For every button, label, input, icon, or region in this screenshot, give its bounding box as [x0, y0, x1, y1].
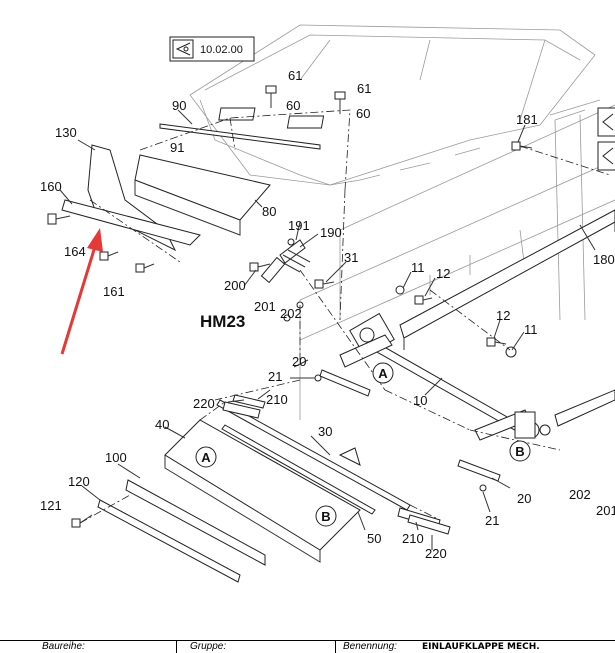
part-number: 164: [64, 244, 86, 259]
part-number: 20: [292, 354, 306, 369]
part-number: 161: [103, 284, 125, 299]
part-number: 80: [262, 204, 276, 219]
part-number: 120: [68, 474, 90, 489]
part-number: 30: [318, 424, 332, 439]
part-number: 121: [40, 498, 62, 513]
part-number: 20: [517, 491, 531, 506]
marker-label: B: [515, 444, 524, 459]
chain-links: [222, 394, 451, 535]
part-number: 50: [367, 531, 381, 546]
group-label: Gruppe:: [190, 641, 227, 652]
part-number-labels: 61 61 60 60 90 91 130 160 164 161 80 191…: [40, 68, 615, 561]
bolts: [47, 85, 533, 528]
part-number: 11: [411, 260, 425, 275]
part-number: 201: [254, 299, 276, 314]
name-label: Benennung:: [343, 641, 397, 652]
view-arrow-icon: [175, 42, 191, 56]
link-struts: [319, 369, 501, 482]
part-number: 201: [596, 503, 615, 518]
part-number: 10: [413, 393, 427, 408]
name-value: EINLAUFKLAPPE MECH.: [422, 642, 540, 652]
part-number: 12: [496, 308, 510, 323]
shaft: [339, 312, 551, 441]
part-number: 160: [40, 179, 62, 194]
part-number: 210: [402, 531, 424, 546]
part-number: 130: [55, 125, 77, 140]
pointer-arrow: [60, 228, 103, 355]
marker-label: B: [321, 509, 330, 524]
part-number: 61: [288, 68, 302, 83]
part-number: 61: [357, 81, 371, 96]
part-number: 202: [280, 306, 302, 321]
part-number: 21: [485, 513, 499, 528]
part-number: 12: [436, 266, 450, 281]
part-number: 190: [320, 225, 342, 240]
frame-rail: [399, 209, 615, 427]
part-number: 180: [593, 252, 615, 267]
part-number: 220: [193, 396, 215, 411]
reference-box[interactable]: 10.02.00: [169, 36, 255, 62]
view-arrow-icon: [602, 147, 614, 165]
part-number: 100: [105, 450, 127, 465]
part-number: 90: [172, 98, 186, 113]
spring-damper: [260, 239, 311, 284]
machine-housing-outline: [189, 24, 601, 186]
part-number: 60: [356, 106, 370, 121]
assembly-label: HM23: [200, 312, 245, 331]
part-number: 220: [425, 546, 447, 561]
part-number: 21: [268, 369, 282, 384]
part-number: 91: [170, 140, 184, 155]
marker-label: A: [378, 366, 388, 381]
marker-label: A: [201, 450, 211, 465]
part-number: 210: [266, 392, 288, 407]
flaps: [61, 107, 411, 583]
leader-lines: [59, 109, 596, 550]
circle-markers: A A B B: [195, 362, 531, 527]
part-number: 181: [516, 112, 538, 127]
series-label: Baureihe:: [42, 641, 85, 652]
part-number: 40: [155, 417, 169, 432]
main-frame: [299, 104, 615, 420]
part-number: 202: [569, 487, 591, 502]
assembly-centre-lines: [79, 109, 611, 524]
part-number: 31: [344, 250, 358, 265]
part-number: 60: [286, 98, 300, 113]
reference-box-partial[interactable]: [597, 107, 615, 171]
part-number: 200: [224, 278, 246, 293]
reference-code: 10.02.00: [200, 44, 243, 56]
part-number: 11: [524, 322, 538, 337]
view-arrow-icon: [602, 113, 614, 131]
title-block: Baureihe: Gruppe: Benennung: EINLAUFKLAP…: [0, 640, 615, 653]
part-number: 191: [288, 218, 310, 233]
